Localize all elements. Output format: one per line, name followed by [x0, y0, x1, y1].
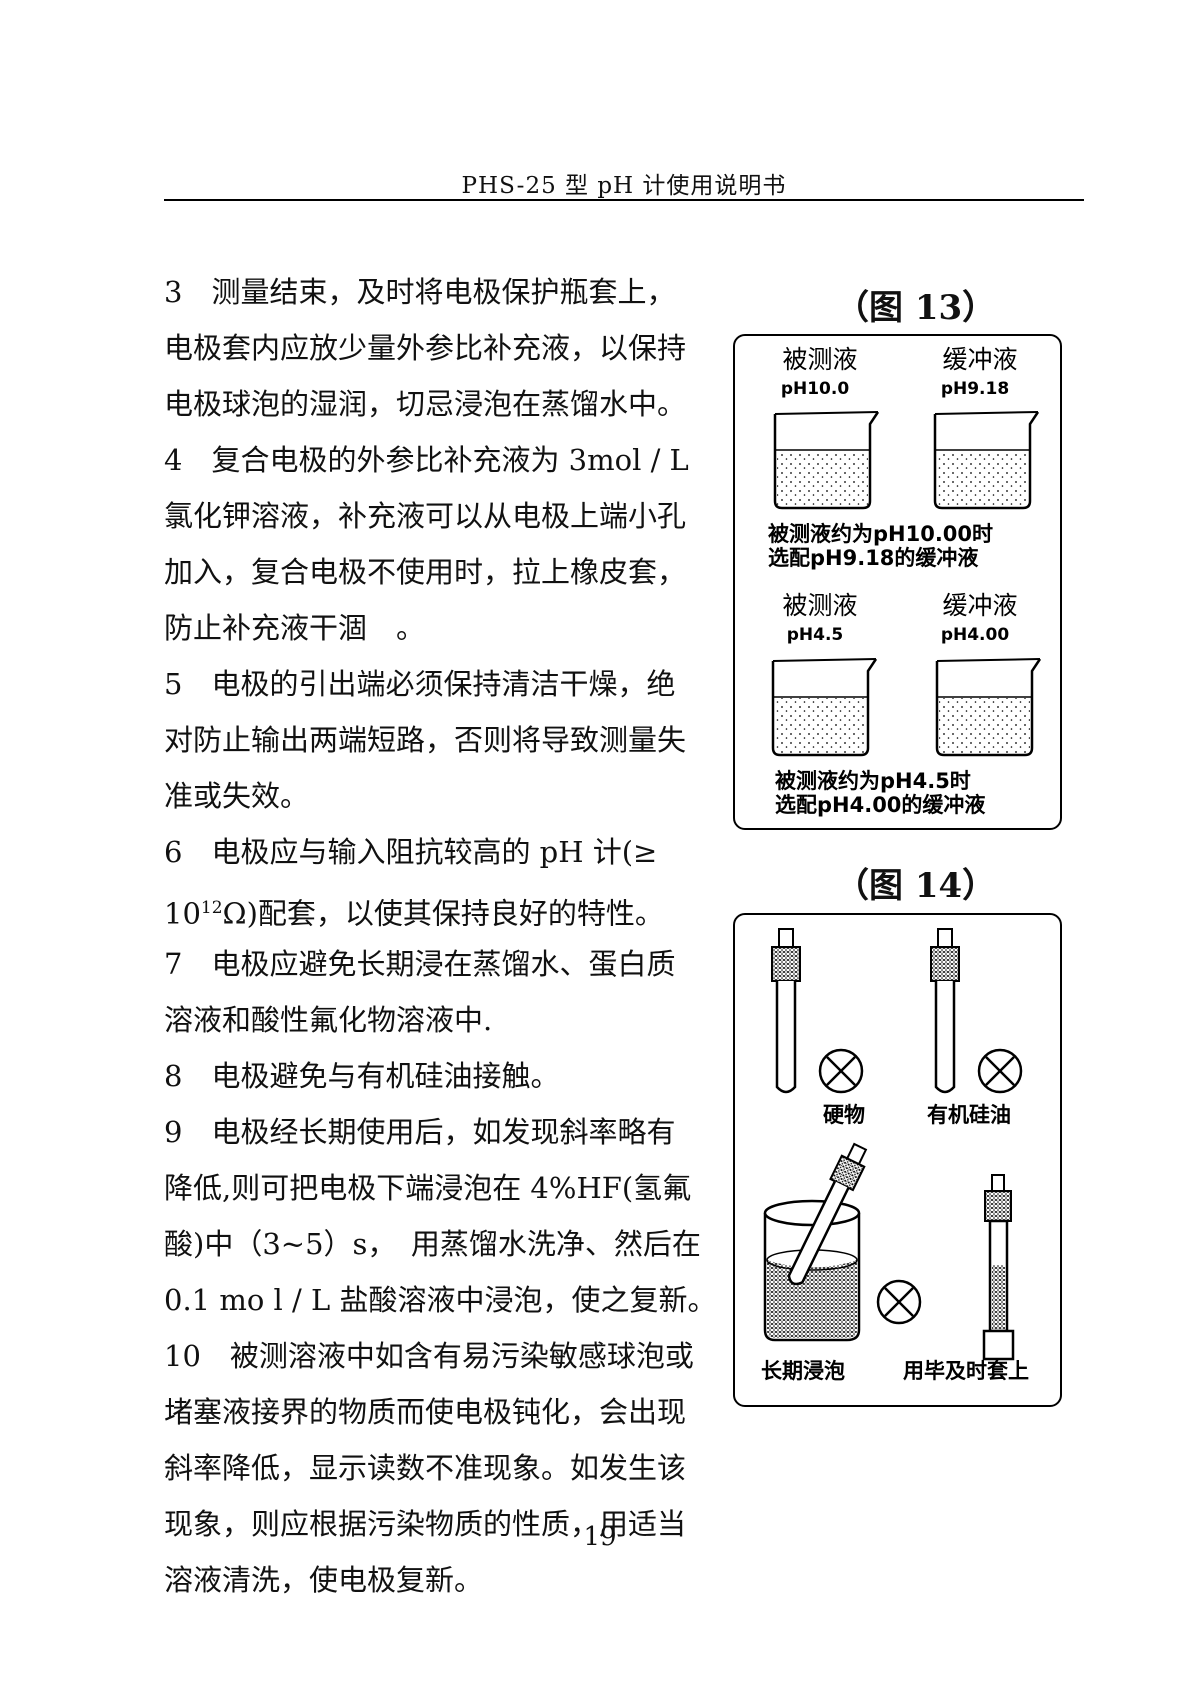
- figure-13-caption: （图 13）: [835, 288, 997, 328]
- note-line: 选配pH4.00的缓冲液: [775, 793, 985, 817]
- text-line: 对防止输出两端短路，否则将导致测量失: [164, 723, 687, 757]
- label-long-soak: 长期浸泡: [761, 1359, 845, 1383]
- buffer-label-2: 缓冲液: [942, 591, 1017, 620]
- text-line: 0.1 mo l / L 盐酸溶液中浸泡，使之复新。: [164, 1283, 717, 1317]
- electrode-icon: [930, 928, 960, 1094]
- text-line: 降低,则可把电极下端浸泡在 4%HF(氢氟: [164, 1171, 692, 1205]
- figure-14: 硬物 有机硅油 长期: [733, 913, 1062, 1407]
- beaker-icon: [771, 658, 878, 757]
- text-line: 准或失效。: [164, 779, 310, 813]
- text-line: 溶液和酸性氟化物溶液中.: [164, 1003, 493, 1037]
- text-line: 3 测量结束，及时将电极保护瓶套上，: [164, 275, 676, 309]
- text-line: 电极套内应放少量外参比补充液，以保持: [164, 331, 687, 365]
- note-line: 被测液约为pH4.5时: [775, 769, 971, 793]
- label-silicone-oil: 有机硅油: [927, 1103, 1011, 1127]
- figure-14-illustration: 硬物 有机硅油 长期: [761, 928, 1029, 1383]
- buffer-label-1: 缓冲液: [942, 345, 1017, 374]
- prohibited-icon: [818, 1048, 864, 1094]
- sample-label-2: 被测液: [782, 591, 857, 620]
- running-header: PHS-25 型 pH 计使用说明书: [461, 173, 787, 199]
- note-line: 被测液约为pH10.00时: [768, 522, 993, 546]
- page-number: 19: [583, 1522, 617, 1552]
- beaker-icon: [935, 658, 1042, 757]
- figure-13: 被测液 pH10.0 缓冲液 pH9.18 被测液约为pH10.00时 选配pH…: [733, 334, 1062, 830]
- text-line: 7 电极应避免长期浸在蒸馏水、蛋白质: [164, 947, 676, 981]
- text-line: 6 电极应与输入阻抗较高的 pH 计(≥: [164, 835, 658, 869]
- capped-electrode-icon: [982, 1174, 1015, 1361]
- electrode-icon: [771, 928, 801, 1094]
- label-hard-object: 硬物: [823, 1103, 865, 1127]
- sample-ph-1: pH10.0: [781, 379, 850, 399]
- buffer-ph-2: pH4.00: [941, 625, 1010, 645]
- note-line: 选配pH9.18的缓冲液: [768, 546, 978, 570]
- text-line: 斜率降低，显示读数不准现象。如发生该: [164, 1451, 687, 1485]
- header-rule: [164, 199, 1084, 201]
- beaker-icon: [773, 411, 880, 510]
- text-line: 5 电极的引出端必须保持清洁干燥，绝: [164, 667, 676, 701]
- text-line: 10 被测溶液中如含有易污染敏感球泡或: [164, 1339, 694, 1373]
- label-cap-after-use: 用毕及时套上: [903, 1359, 1029, 1383]
- text-line: 4 复合电极的外参比补充液为 3mol / L: [164, 443, 689, 477]
- text-line-impedance: 1012Ω)配套，以使其保持良好的特性。: [164, 880, 709, 936]
- text-line: 氯化钾溶液，补充液可以从电极上端小孔: [164, 499, 687, 533]
- text-line: 加入，复合电极不使用时，拉上橡皮套，: [164, 555, 687, 589]
- prohibited-icon: [876, 1279, 922, 1325]
- text-line: 现象，则应根据污染物质的性质，用适当: [164, 1507, 687, 1541]
- sample-ph-2: pH4.5: [787, 625, 844, 645]
- text-line: 溶液清洗，使电极复新。: [164, 1563, 484, 1597]
- beaker-icon: [933, 411, 1040, 510]
- impedance-base: 10: [164, 896, 201, 931]
- body-text: 3 测量结束，及时将电极保护瓶套上， 电极套内应放少量外参比补充液，以保持 电极…: [164, 264, 717, 1608]
- figure-14-caption: （图 14）: [835, 866, 997, 906]
- text-line: 9 电极经长期使用后，如发现斜率略有: [164, 1115, 676, 1149]
- figure-13-illustration: 被测液 pH10.0 缓冲液 pH9.18 被测液约为pH10.00时 选配pH…: [768, 345, 1042, 817]
- text-line: 堵塞液接界的物质而使电极钝化，会出现: [164, 1395, 687, 1429]
- buffer-ph-1: pH9.18: [941, 379, 1009, 399]
- text-line: 防止补充液干涸 。: [164, 611, 426, 645]
- impedance-exponent: 12: [200, 898, 223, 918]
- impedance-rest: Ω)配套，以使其保持良好的特性。: [222, 896, 664, 931]
- sample-label-1: 被测液: [782, 345, 857, 374]
- text-line: 8 电极避免与有机硅油接触。: [164, 1059, 560, 1093]
- text-line: 酸)中（3~5）s， 用蒸馏水洗净、然后在: [164, 1227, 701, 1261]
- text-line: 电极球泡的湿润，切忌浸泡在蒸馏水中。: [164, 387, 687, 421]
- prohibited-icon: [977, 1048, 1023, 1094]
- soaking-beaker-icon: [763, 1142, 868, 1342]
